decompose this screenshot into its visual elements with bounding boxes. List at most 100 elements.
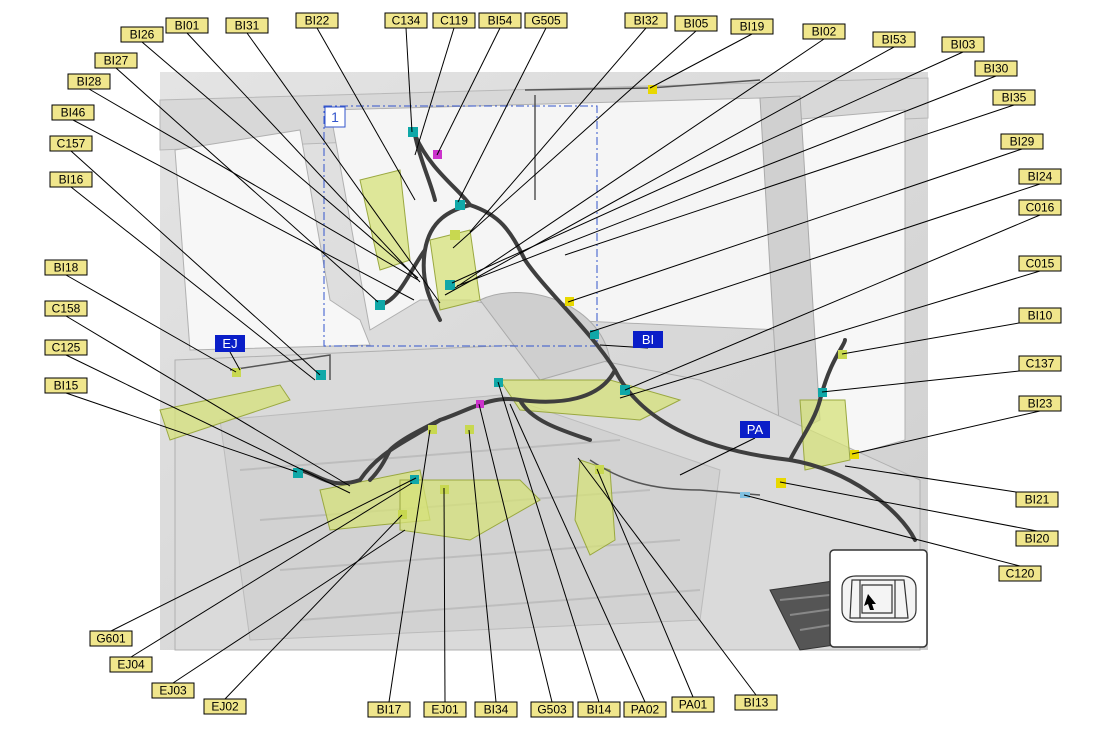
leader-line: [141, 41, 419, 279]
connector-label[interactable]: BI17: [367, 701, 411, 718]
connector-label-text: BI03: [951, 38, 976, 52]
connector-label[interactable]: C125: [44, 339, 88, 356]
leader-line: [596, 468, 694, 698]
connector-label[interactable]: C137: [1018, 355, 1062, 372]
connector-label[interactable]: C134: [384, 12, 428, 29]
leader-line: [70, 186, 316, 381]
connector-label[interactable]: BI05: [674, 15, 718, 32]
connector-label[interactable]: BI16: [49, 171, 93, 188]
leader-line: [316, 27, 416, 201]
connector-label[interactable]: BI24: [1018, 168, 1062, 185]
connector-label-text: BI31: [235, 19, 260, 33]
leader-line: [443, 487, 446, 703]
connector-label[interactable]: BI34: [474, 701, 518, 718]
leader-line: [224, 514, 403, 700]
connector-label[interactable]: EJ03: [151, 682, 195, 699]
connector-label-box: [674, 15, 718, 32]
connector-label[interactable]: BI35: [992, 89, 1036, 106]
connector-label[interactable]: BI18: [44, 259, 88, 276]
connector-label-text: EJ03: [159, 684, 187, 698]
connector-label[interactable]: PA02: [623, 701, 667, 718]
connector-label[interactable]: BI01: [165, 17, 209, 34]
connector-label[interactable]: EJ01: [423, 701, 467, 718]
connector-label-box: [225, 17, 269, 34]
leader-line: [779, 481, 1038, 532]
connector-label[interactable]: PA01: [671, 696, 715, 713]
connector-label-box: [49, 135, 93, 152]
connector-label[interactable]: BI22: [295, 12, 339, 29]
connector-label-box: [1015, 491, 1059, 508]
connector-label-text: G601: [96, 632, 126, 646]
connector-label[interactable]: C119: [432, 12, 476, 29]
connector-label-text: BI32: [634, 14, 659, 28]
connector-label-text: BI14: [587, 703, 612, 717]
connector-label[interactable]: BI53: [872, 31, 916, 48]
leader-line: [444, 46, 895, 296]
connector-label[interactable]: BI20: [1015, 530, 1059, 547]
connector-label-box: [992, 89, 1036, 106]
connector-label[interactable]: BI27: [94, 52, 138, 69]
connector-label[interactable]: BI23: [1018, 395, 1062, 412]
connector-label[interactable]: BI31: [225, 17, 269, 34]
connector-label-text: C120: [1006, 567, 1035, 581]
harness-tag[interactable]: BI: [633, 331, 663, 348]
connector-label-box: [109, 656, 153, 673]
leader-line: [246, 32, 441, 304]
detail-frame: 1: [323, 105, 598, 347]
connector-label-box: [165, 17, 209, 34]
connector-label-text: BI13: [744, 696, 769, 710]
connector-label[interactable]: BI28: [67, 73, 111, 90]
leader-line: [619, 270, 1041, 399]
connector-label[interactable]: C158: [44, 300, 88, 317]
harness-tag[interactable]: EJ: [215, 335, 245, 352]
connector-label-box: [530, 701, 574, 718]
connector-label[interactable]: G503: [530, 701, 574, 718]
connector-label[interactable]: BI10: [1018, 307, 1062, 324]
connector-label-box: [623, 701, 667, 718]
connector-label[interactable]: C157: [49, 135, 93, 152]
connector-label[interactable]: C016: [1018, 199, 1062, 216]
connector-label[interactable]: BI02: [802, 23, 846, 40]
connector-label[interactable]: EJ02: [203, 698, 247, 715]
connector-label-text: BI05: [684, 17, 709, 31]
connector-label[interactable]: BI26: [120, 26, 164, 43]
connector-label[interactable]: BI46: [51, 104, 95, 121]
connector-label[interactable]: EJ04: [109, 656, 153, 673]
connector-label-box: [384, 12, 428, 29]
connector-label-box: [474, 701, 518, 718]
connector-label-box: [524, 12, 568, 29]
connector-label[interactable]: BI21: [1015, 491, 1059, 508]
connector-label-box: [1018, 199, 1062, 216]
connector-label[interactable]: BI13: [734, 694, 778, 711]
leader-line: [110, 477, 417, 632]
connector-label-box: [1018, 307, 1062, 324]
connector-label[interactable]: C015: [1018, 255, 1062, 272]
connector-label-text: EJ01: [431, 703, 459, 717]
connector-label[interactable]: BI54: [478, 12, 522, 29]
leader-line: [509, 403, 646, 703]
connector-label-box: [974, 60, 1018, 77]
leader-line: [478, 403, 553, 703]
connector-label[interactable]: G601: [89, 630, 133, 647]
orientation-inset: [829, 549, 928, 648]
connector-label-box: [872, 31, 916, 48]
harness-tag[interactable]: PA: [740, 421, 770, 438]
leader-lines: [65, 27, 1041, 703]
connector-label[interactable]: BI03: [941, 36, 985, 53]
connector-label[interactable]: G505: [524, 12, 568, 29]
vehicle-body: [159, 72, 929, 651]
leader-line: [388, 429, 431, 703]
connector-label[interactable]: BI32: [624, 12, 668, 29]
connector-label-text: BI26: [130, 28, 155, 42]
connector-label[interactable]: BI14: [577, 701, 621, 718]
vehicle-top-icon: [841, 575, 917, 623]
connector-label[interactable]: BI15: [44, 377, 88, 394]
connector-label[interactable]: C120: [998, 565, 1042, 582]
connector-label[interactable]: BI30: [974, 60, 1018, 77]
connector-label[interactable]: BI29: [1000, 133, 1044, 150]
connector-label-text: BI29: [1010, 135, 1035, 149]
connector-label[interactable]: BI19: [730, 18, 774, 35]
connector-label-text: BI46: [61, 106, 86, 120]
